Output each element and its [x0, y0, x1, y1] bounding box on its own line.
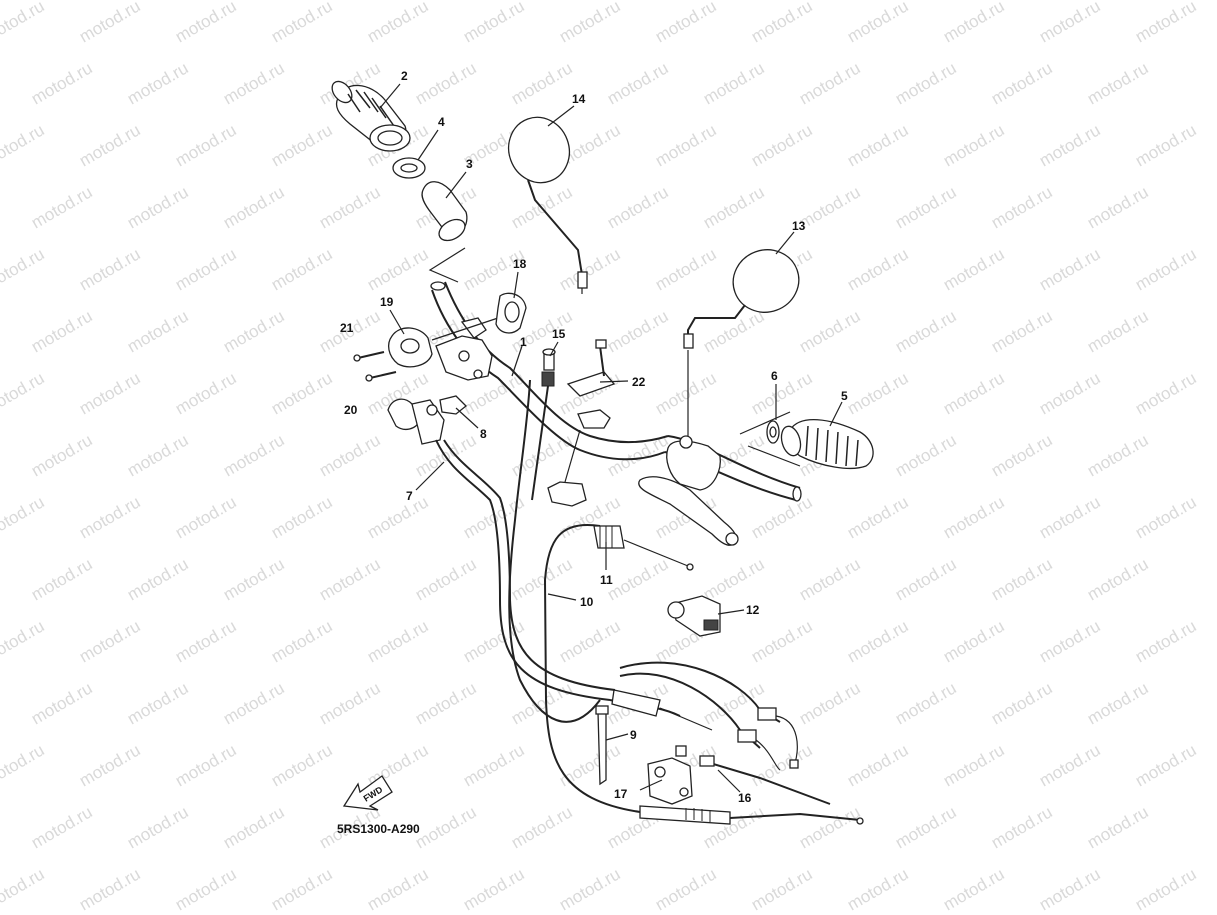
- callout-13: 13: [792, 219, 806, 233]
- cable-15: [532, 349, 555, 500]
- callout-20: 20: [344, 403, 358, 417]
- callout-1: 1: [520, 335, 527, 349]
- throttle-tube: [422, 182, 469, 282]
- callout-12: 12: [746, 603, 760, 617]
- holder-clamp: [496, 293, 526, 333]
- callout-15: 15: [552, 327, 566, 341]
- right-lever-assembly: [639, 436, 738, 545]
- bracket: [568, 340, 614, 396]
- right-mirror: [684, 241, 808, 440]
- callout-21: 21: [340, 321, 354, 335]
- throttle-cables: [388, 396, 712, 730]
- cable-band: [596, 706, 608, 784]
- callout-18: 18: [513, 257, 527, 271]
- right-grip: [740, 412, 873, 468]
- callout-4: 4: [438, 115, 445, 129]
- fwd-arrow: FWD: [344, 776, 392, 810]
- callout-9: 9: [630, 728, 637, 742]
- left-grip: [328, 78, 410, 151]
- callout-2: 2: [401, 69, 408, 83]
- starter-cable: [594, 526, 693, 570]
- callout-6: 6: [771, 369, 778, 383]
- callout-16: 16: [738, 791, 752, 805]
- callout-14: 14: [572, 92, 586, 106]
- handlebar: [431, 282, 801, 506]
- callout-7: 7: [406, 489, 413, 503]
- callout-22: 22: [632, 375, 646, 389]
- left-switch-holder: [354, 318, 498, 381]
- callout-8: 8: [480, 427, 487, 441]
- switch-12: [668, 596, 720, 636]
- washer: [393, 158, 425, 178]
- diagram-code: 5RS1300-A290: [337, 822, 420, 836]
- right-washer: [767, 421, 779, 443]
- callout-5: 5: [841, 389, 848, 403]
- wire-connectors: [620, 663, 798, 770]
- callout-10: 10: [580, 595, 594, 609]
- callout-19: 19: [380, 295, 394, 309]
- callout-17: 17: [614, 787, 628, 801]
- callout-11: 11: [600, 573, 613, 587]
- callout-3: 3: [466, 157, 473, 171]
